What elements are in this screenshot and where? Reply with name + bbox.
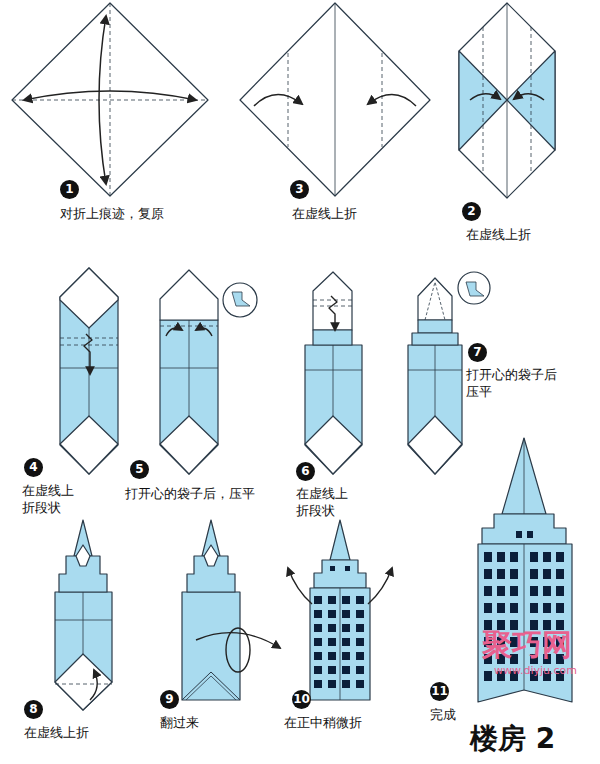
- window: [556, 569, 564, 579]
- window: [328, 596, 336, 604]
- callout-number: 2: [462, 202, 481, 221]
- window: [314, 638, 322, 646]
- window: [328, 680, 336, 688]
- step-caption: 翻过来: [160, 714, 199, 731]
- step-caption: 打开心的袋子后，压平: [125, 485, 255, 502]
- callout-number: 5: [130, 460, 149, 479]
- callout-number: 3: [290, 180, 309, 199]
- window: [556, 603, 564, 613]
- step-caption: 在虚线上折: [466, 226, 531, 243]
- window: [314, 596, 322, 604]
- window: [342, 652, 350, 660]
- window: [314, 624, 322, 632]
- window: [484, 552, 492, 562]
- window: [497, 603, 505, 613]
- callout-number: 7: [468, 343, 487, 362]
- folded-paper: [305, 345, 362, 474]
- step-caption: 在虚线上折: [292, 205, 357, 222]
- window: [356, 610, 364, 618]
- folded-paper: [182, 592, 240, 700]
- window: [342, 666, 350, 674]
- window: [356, 596, 364, 604]
- title: 楼房 2: [470, 722, 555, 756]
- folded-paper: [408, 345, 462, 474]
- window: [342, 624, 350, 632]
- window: [543, 552, 551, 562]
- step-caption: 在虚线上折: [24, 724, 89, 741]
- window: [328, 638, 336, 646]
- step-caption: 对折上痕迹，复原: [60, 205, 164, 222]
- window: [314, 652, 322, 660]
- window: [530, 603, 538, 613]
- window: [497, 552, 505, 562]
- window: [484, 603, 492, 613]
- callout-number: 6: [296, 462, 315, 481]
- window: [543, 603, 551, 613]
- window: [484, 671, 492, 681]
- window: [314, 666, 322, 674]
- callout-number: 11: [430, 682, 449, 701]
- window: [530, 586, 538, 596]
- step-caption: 完成: [430, 706, 456, 723]
- step-caption: 在虚线上折段状: [22, 482, 80, 516]
- window: [356, 624, 364, 632]
- step-caption: 打开心的袋子后压平: [466, 366, 564, 400]
- window: [484, 586, 492, 596]
- building-model: [502, 438, 546, 514]
- window: [510, 552, 518, 562]
- window: [484, 569, 492, 579]
- window: [543, 586, 551, 596]
- window: [530, 552, 538, 562]
- building-model: [330, 520, 350, 560]
- folded-paper: [459, 3, 555, 198]
- window: [356, 680, 364, 688]
- window: [556, 586, 564, 596]
- step-caption: 在虚线上折段状: [296, 485, 354, 519]
- window: [314, 680, 322, 688]
- window: [356, 638, 364, 646]
- window: [328, 652, 336, 660]
- window: [510, 586, 518, 596]
- window: [543, 569, 551, 579]
- window: [328, 610, 336, 618]
- watermark: 聚巧网: [482, 628, 572, 662]
- window: [342, 596, 350, 604]
- window: [328, 624, 336, 632]
- window: [497, 586, 505, 596]
- window: [510, 603, 518, 613]
- folded-paper: [55, 592, 112, 710]
- window: [342, 638, 350, 646]
- watermark-url: www.diyju.com: [494, 664, 577, 678]
- callout-number: 8: [24, 700, 43, 719]
- window: [556, 552, 564, 562]
- window: [497, 569, 505, 579]
- paper-square: [12, 3, 208, 196]
- callout-number: 1: [60, 180, 79, 199]
- callout-number: 4: [24, 458, 43, 477]
- callout-number: 10: [292, 690, 311, 709]
- window: [342, 680, 350, 688]
- window: [342, 610, 350, 618]
- paper-square: [240, 3, 430, 196]
- window: [510, 569, 518, 579]
- folded-paper: [60, 268, 118, 474]
- step-caption: 在正中稍微折: [284, 714, 362, 731]
- window: [356, 666, 364, 674]
- window: [328, 666, 336, 674]
- window: [530, 569, 538, 579]
- callout-number: 9: [160, 690, 179, 709]
- window: [314, 610, 322, 618]
- window: [356, 652, 364, 660]
- folded-paper: [160, 320, 218, 474]
